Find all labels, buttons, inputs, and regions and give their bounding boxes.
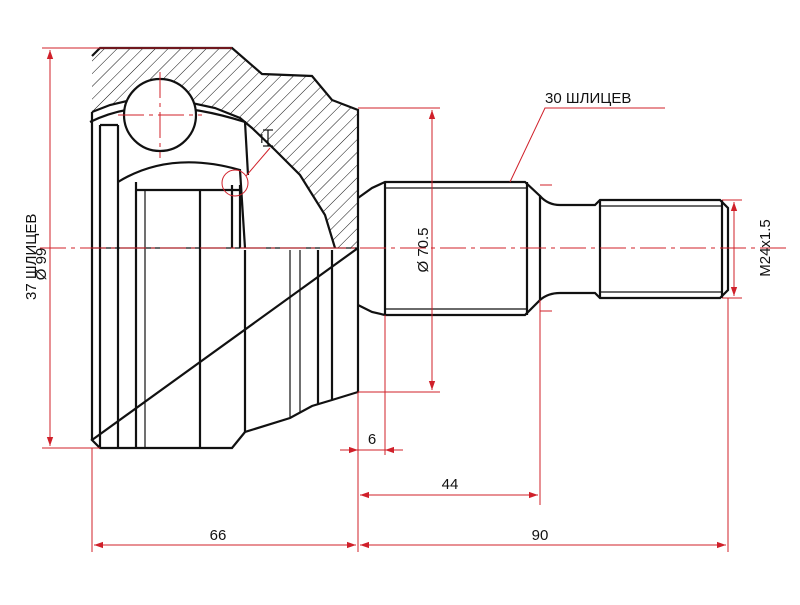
- label-dim-44: 44: [442, 476, 459, 493]
- label-dim-66: 66: [210, 527, 227, 544]
- detail-leader: [245, 147, 271, 177]
- label-inner-splines: 30 ШЛИЦЕВ: [545, 90, 631, 107]
- labels: 37 ШЛИЦЕВ Ø 99 Ø 70.5 M24x1.5 30 ШЛИЦЕВ …: [23, 90, 774, 544]
- dimension-lines: [42, 47, 742, 552]
- label-detail-marker: I: [260, 131, 264, 146]
- label-dim-6: 6: [368, 431, 376, 448]
- label-thread: M24x1.5: [757, 219, 774, 277]
- label-outer-diameter: Ø 99: [33, 248, 50, 281]
- detail-marker: [221, 129, 273, 197]
- detail-circle: [221, 169, 249, 197]
- label-shaft-diameter: Ø 70.5: [415, 227, 432, 272]
- label-dim-90: 90: [532, 527, 549, 544]
- neck-and-thread: [539, 195, 730, 301]
- ball: [118, 72, 202, 158]
- leader-30-splines: [509, 107, 665, 183]
- label-outer-splines: 37 ШЛИЦЕВ: [23, 214, 40, 300]
